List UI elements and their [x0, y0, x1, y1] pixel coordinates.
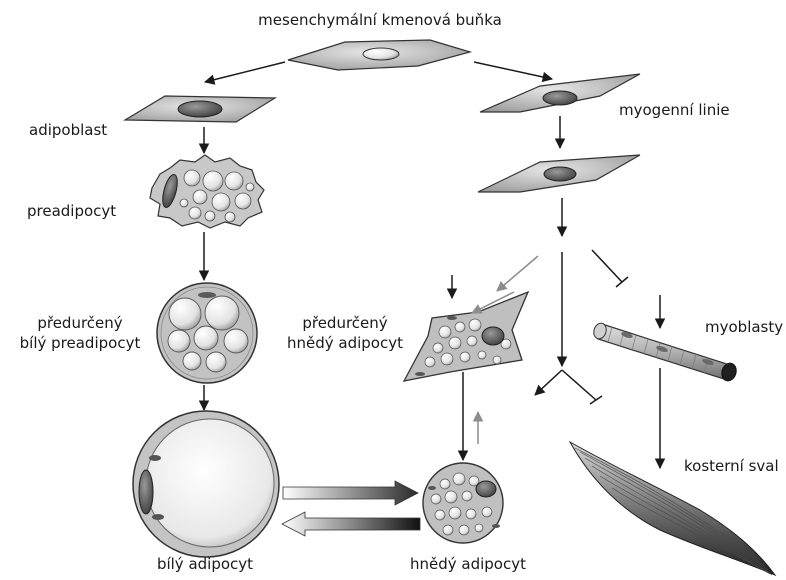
label-committed-white-2: bílý preadipocyt	[5, 334, 155, 352]
white-adipocyte-cell	[133, 411, 279, 557]
myogenic-cell-1	[480, 74, 640, 112]
committed-white-preadipocyte-cell	[157, 283, 257, 383]
preadipocyte-cell	[150, 155, 264, 228]
arrow-brown-to-white	[282, 512, 420, 536]
label-white-adipocyte: bílý adipocyt	[130, 555, 280, 573]
arrow-branch-left	[535, 370, 562, 395]
inhibit-branch-right	[562, 370, 596, 400]
label-preadipocyte: preadipocyt	[27, 202, 116, 220]
arrow-msc-to-myogenic	[474, 62, 552, 79]
label-myogenic: myogenní linie	[619, 101, 730, 119]
msc-cell	[288, 40, 470, 70]
white-brown-conversion-arrows	[282, 481, 420, 536]
label-myoblasts: myoblasty	[705, 318, 783, 336]
label-skeletal-muscle: kosterní sval	[684, 457, 779, 475]
arrow-white-to-brown	[283, 481, 418, 505]
label-committed-white-1: předurčený	[5, 314, 155, 332]
brown-adipocyte-cell	[423, 463, 503, 543]
adipoblast-cell	[125, 96, 275, 122]
lineage-arrows	[204, 62, 660, 468]
label-adipoblast: adipoblast	[29, 121, 107, 139]
label-msc: mesenchymální kmenová buňka	[230, 11, 530, 29]
label-committed-brown-2: hnědý adipocyt	[270, 334, 420, 352]
myogenic-cell-2	[478, 155, 640, 192]
committed-brown-adipocyte-cell	[404, 292, 528, 381]
inhibit-myogenic-to-myoblast	[592, 250, 622, 282]
arrow-gray-into-committed-brown	[497, 256, 538, 291]
arrow-msc-to-adipoblast	[205, 62, 285, 82]
label-brown-adipocyte: hnědý adipocyt	[393, 555, 543, 573]
label-committed-brown-1: předurčený	[270, 314, 420, 332]
